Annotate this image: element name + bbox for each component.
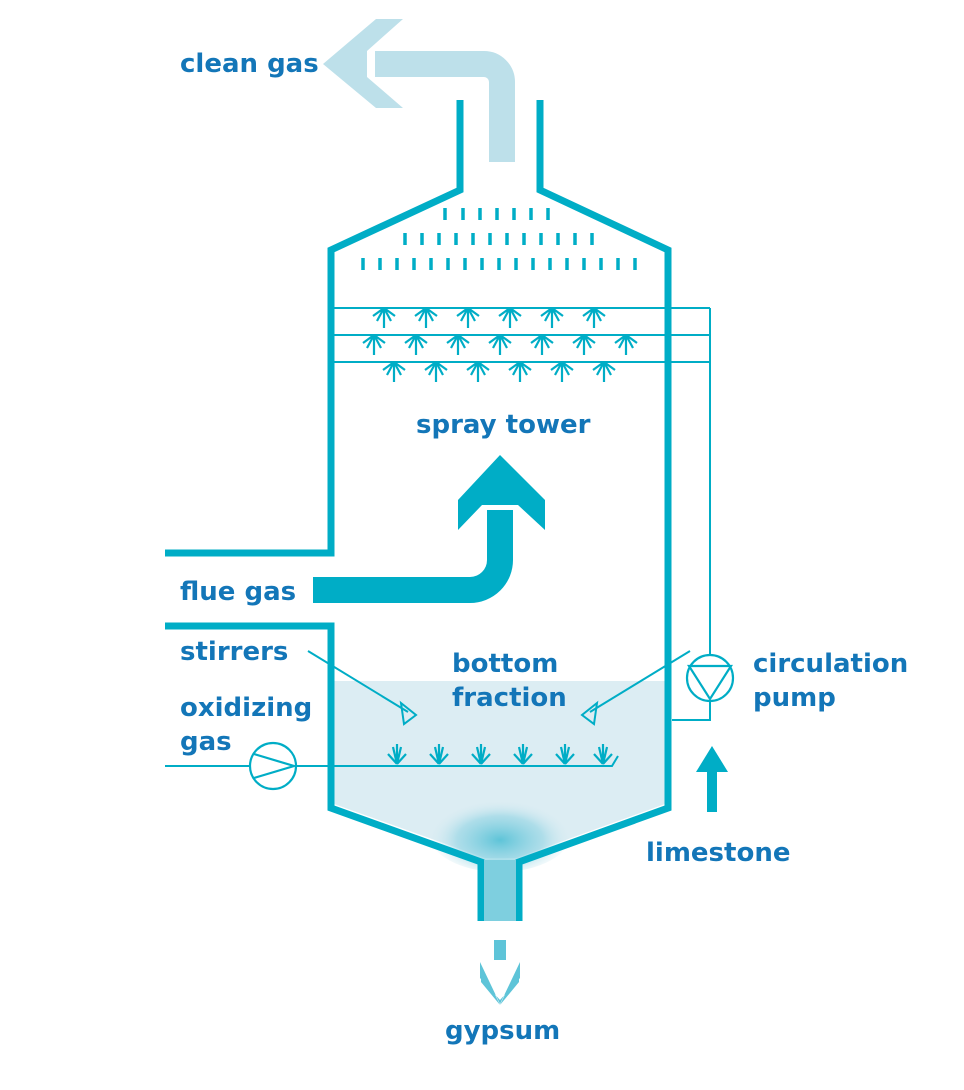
spray-tower-vessel [165, 100, 672, 921]
circulation-line [334, 307, 711, 721]
limestone-label: limestone [646, 838, 790, 868]
circulation-pump-label-line-2: pump [753, 683, 836, 713]
bottom-fraction-label-line-2: fraction [452, 683, 567, 713]
oxidizing-gas-line [165, 755, 619, 767]
oxidation-spargers [387, 744, 613, 765]
mist-eliminator [361, 208, 637, 270]
gypsum-label: gypsum [445, 1016, 560, 1046]
oxidizing-gas-compressor-icon [248, 741, 298, 791]
circulation-pump-label-line-1: circulation [753, 649, 908, 679]
spray-tower-label: spray tower [416, 410, 591, 440]
clean-gas-arrow [323, 19, 515, 162]
spray-nozzles [362, 307, 638, 382]
gypsum-glow [428, 792, 572, 872]
oxidizing-gas-label-line-2: gas [180, 727, 232, 757]
clean-gas-label: clean gas [180, 49, 319, 79]
stirrers-label: stirrers [180, 637, 288, 667]
stirrers [307, 650, 691, 726]
gypsum-outlet [480, 860, 520, 1005]
limestone-arrow [696, 746, 728, 812]
flue-gas-label: flue gas [180, 577, 296, 607]
bottom-fraction-label-line-1: bottom [452, 649, 558, 679]
circulation-pump-icon [685, 653, 735, 703]
oxidizing-gas-label-line-1: oxidizing [180, 693, 312, 723]
slurry-fill [334, 681, 665, 858]
flue-gas-arrow [313, 455, 545, 603]
